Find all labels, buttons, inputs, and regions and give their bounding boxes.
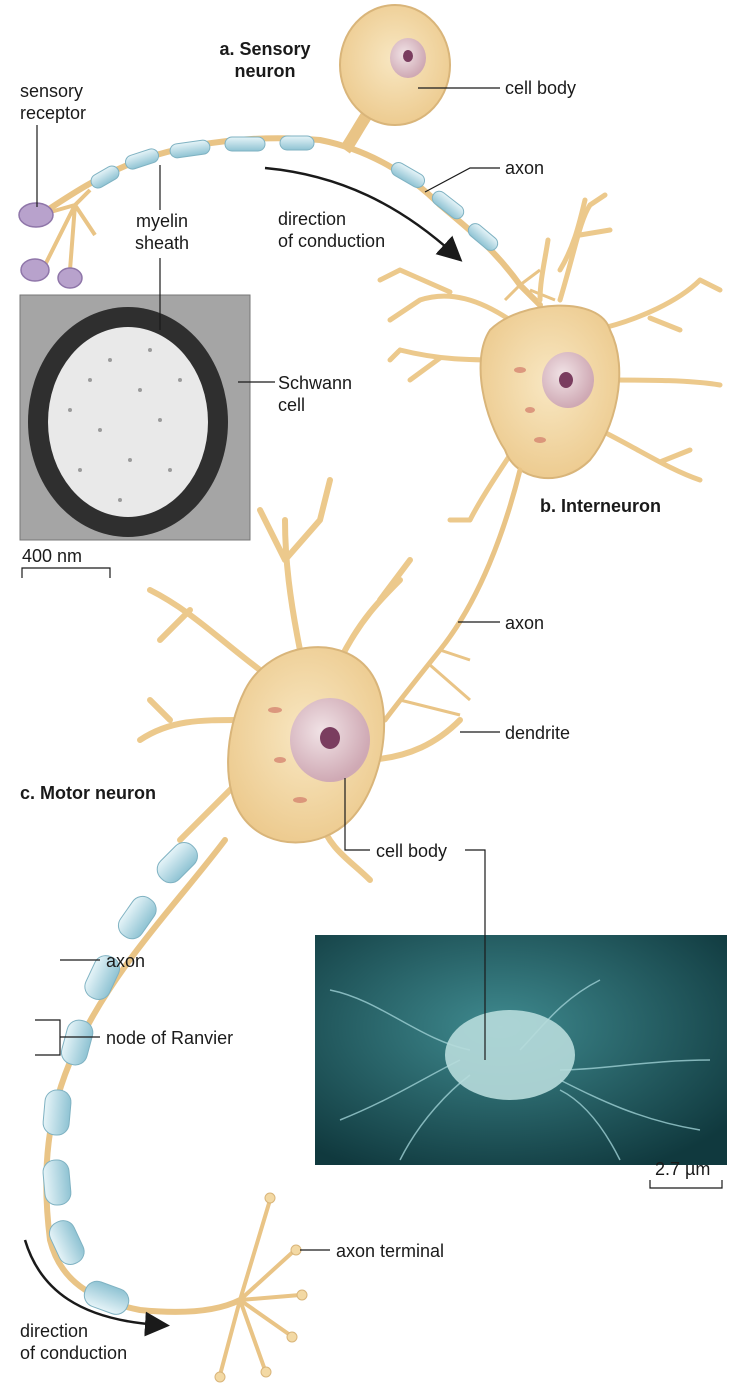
sensory-receptor-line2: receptor — [20, 102, 86, 124]
interneuron-axon — [385, 470, 520, 720]
sensory-receptor-line1: sensory — [20, 80, 86, 102]
direction-top-line1: direction — [278, 208, 385, 230]
sem-scale-bar-label: 2.7 µm — [655, 1158, 710, 1180]
sensory-title-line2: neuron — [200, 60, 330, 82]
sensory-receptor-branches — [40, 190, 95, 270]
direction-bottom-line1: direction — [20, 1320, 127, 1342]
axon-terminal-label: axon terminal — [336, 1240, 444, 1262]
myelin-sheath-label: myelin sheath — [122, 210, 202, 254]
cell-body-sensory-label: cell body — [505, 77, 576, 99]
sem-micrograph — [315, 935, 727, 1165]
motor-neuron-title: c. Motor neuron — [20, 782, 156, 804]
axon-motor-label: axon — [106, 950, 145, 972]
schwann-cell-label: Schwann cell — [278, 372, 352, 416]
interneuron — [380, 195, 720, 720]
schwann-line1: Schwann — [278, 372, 352, 394]
schwann-line2: cell — [278, 394, 352, 416]
sem-cell-body — [445, 1010, 575, 1100]
direction-bottom-line2: of conduction — [20, 1342, 127, 1364]
axon-interneuron-label: axon — [505, 612, 544, 634]
node-of-ranvier-label: node of Ranvier — [106, 1027, 233, 1049]
direction-top-line2: of conduction — [278, 230, 385, 252]
tem-micrograph — [20, 295, 250, 540]
tem-scale-bar-label: 400 nm — [22, 545, 82, 567]
interneuron-title: b. Interneuron — [540, 495, 661, 517]
sensory-receptor-label: sensory receptor — [20, 80, 86, 124]
cell-body-motor-label: cell body — [376, 840, 447, 862]
sensory-title-line1: a. Sensory — [200, 38, 330, 60]
sensory-neuron-title: a. Sensory neuron — [200, 38, 330, 82]
direction-top-label: direction of conduction — [278, 208, 385, 252]
myelin-line1: myelin — [122, 210, 202, 232]
dendrite-label: dendrite — [505, 722, 570, 744]
axon-sensory-label: axon — [505, 157, 544, 179]
myelin-line2: sheath — [122, 232, 202, 254]
direction-bottom-label: direction of conduction — [20, 1320, 127, 1364]
